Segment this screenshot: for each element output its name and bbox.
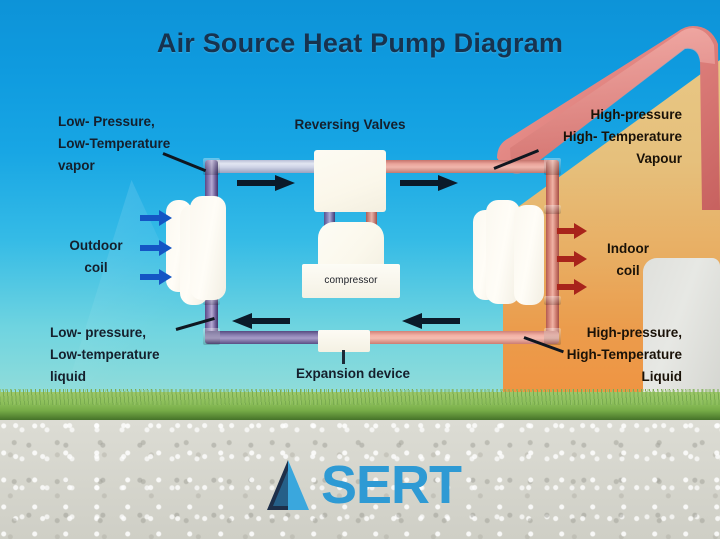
logo-wordmark: SERT [320,455,462,515]
flow-arrow-top-right [400,175,458,191]
indoor-air-arrow-1 [557,223,587,239]
house-roof [497,26,720,210]
hot-liquid-pipe-bottom [366,331,559,344]
cold-vapor-pipe-top [205,160,333,173]
outdoor-air-arrow-2 [140,240,172,256]
outdoor-air-arrow-3 [140,269,172,285]
outdoor-coil-body [190,196,226,300]
compressor-label: compressor [324,274,378,286]
pipe-joint-right-upper [544,205,561,214]
grass-blades [0,389,720,405]
indoor-coil-fin-front [514,205,544,305]
flow-arrow-bottom-left [232,313,290,329]
page-title: Air Source Heat Pump Diagram [156,28,564,58]
indoor-unit-panel [643,258,720,396]
pipe-joint-right-lower [544,296,561,305]
outdoor-air-arrow-1 [140,210,172,226]
label-indoor-coil: Indoor coil [607,241,649,278]
pipe-joint-top-left [203,158,220,175]
label-high-pressure-vapour: High-pressure High- Temperature Vapour [562,107,682,166]
flow-arrow-bottom-right [402,313,460,329]
label-outdoor-coil: Outdoor coil [69,238,123,275]
label-low-pressure-vapor: Low- Pressure, Low-Temperature vapor [58,114,171,173]
expansion-device-leader [342,350,345,364]
label-expansion-device: Expansion device [295,366,411,381]
indoor-air-arrow-3 [557,279,587,295]
pipe-joint-left-lower [203,296,220,305]
pipe-joint-top-right [544,158,561,175]
sert-logo: SERT [0,452,720,518]
reversing-valve-body [314,150,386,212]
flow-arrow-top-left [237,175,295,191]
label-reversing-valves: Reversing Valves [294,117,406,132]
expansion-device-body [318,330,370,352]
triangle-arrow-icon [266,460,309,510]
pipe-joint-bottom-right [544,328,561,345]
gravel-ground [0,420,720,539]
label-low-pressure-liquid: Low- pressure, Low-temperature liquid [50,325,160,384]
compressor-base [302,264,400,298]
hot-pipe-right-vertical [546,160,559,338]
pipe-joint-bottom-left [203,328,220,345]
indoor-air-arrow-2 [557,251,587,267]
cold-liquid-pipe-bottom [205,331,330,344]
label-high-pressure-liquid: High-pressure, High-Temperature Liquid [566,325,682,384]
